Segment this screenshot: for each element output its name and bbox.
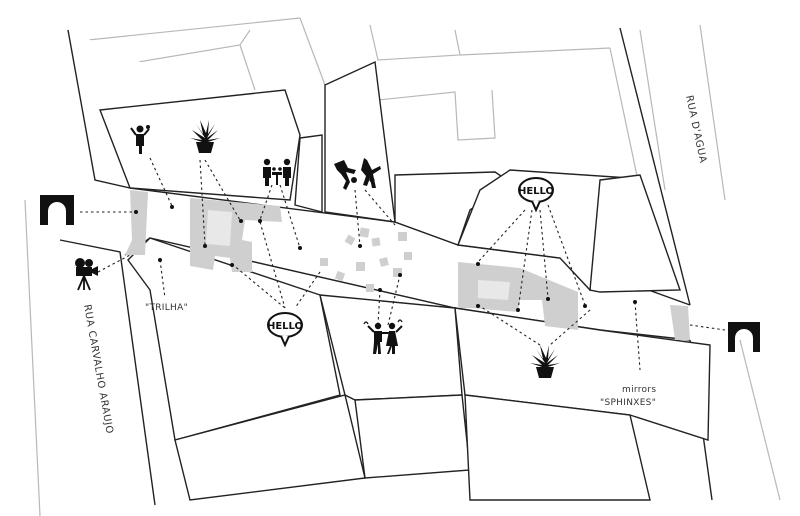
acrobats-icon: [334, 158, 381, 190]
speech-bubble-icon: HELLO: [267, 312, 303, 348]
leader-lines: [80, 157, 726, 371]
arch-gate-icon: [40, 195, 74, 225]
street-label-rua-dagua: RUA D'AGUA: [683, 94, 708, 164]
context-lines: [24, 17, 781, 516]
potted-palm-icon: [530, 345, 560, 378]
potted-palm-icon: [190, 120, 220, 153]
person-waving-icon: [130, 125, 150, 154]
arch-gate-icon: [728, 322, 760, 352]
hello-bubble-text: HELLO: [518, 186, 554, 197]
two-people-table-icon: [263, 158, 291, 186]
mirrors-label: mirrors: [622, 385, 656, 395]
leader-dots: [134, 205, 637, 312]
trilha-label: "TRILHA": [145, 303, 188, 313]
dancing-couple-icon: [363, 319, 403, 354]
hello-bubble-text: HELLO: [267, 321, 303, 332]
speech-bubble-icon: HELLO: [518, 177, 554, 213]
building-lots: [99, 60, 711, 501]
movie-camera-icon: [75, 258, 98, 291]
intervention-marks: [125, 190, 690, 340]
sphinxes-label: "SPHINXES": [600, 398, 656, 408]
